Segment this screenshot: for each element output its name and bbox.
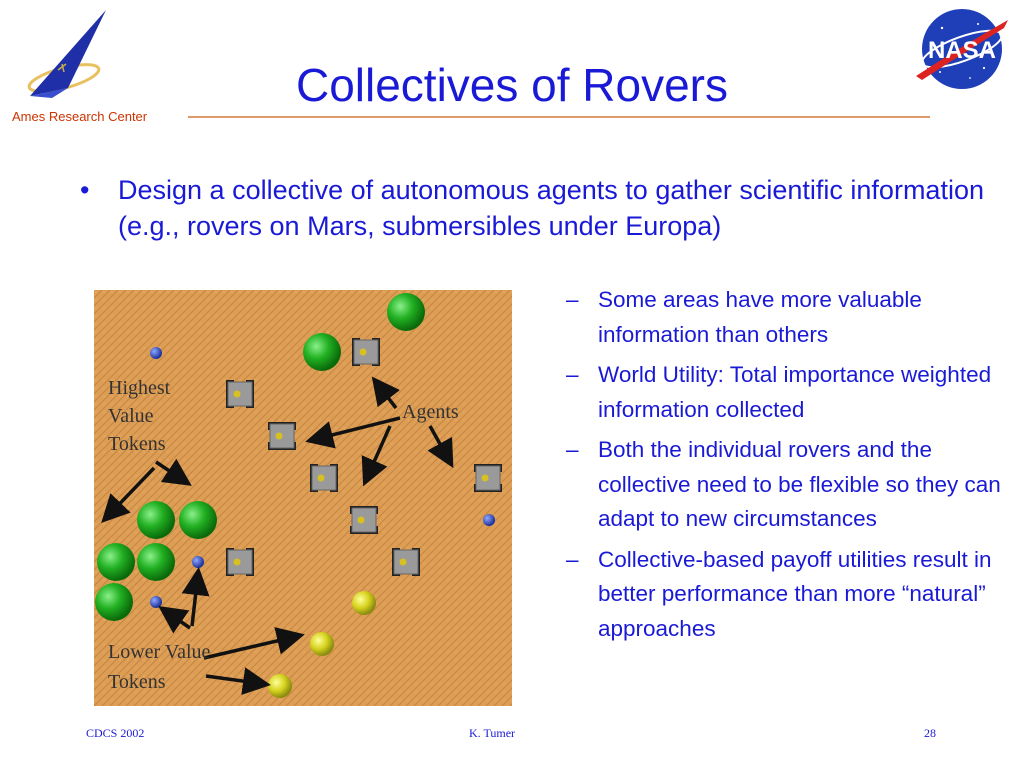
label-highest-value-tokens-line1: Highest — [108, 377, 171, 399]
arrow-icon — [361, 425, 392, 487]
rover-agent — [349, 505, 379, 535]
arrow-icon — [155, 458, 192, 486]
high-value-token — [137, 543, 175, 581]
low-value-token — [268, 674, 292, 698]
high-value-token — [387, 293, 425, 331]
blue-token — [192, 556, 204, 568]
sub-bullet: –Some areas have more valuable informati… — [566, 287, 922, 347]
arrow-icon — [181, 567, 210, 627]
high-value-token — [95, 583, 133, 621]
blue-token — [150, 347, 162, 359]
high-value-token — [137, 501, 175, 539]
high-value-token — [179, 501, 217, 539]
main-bullet-text: Design a collective of autonomous agents… — [118, 175, 984, 241]
arrow-icon — [305, 416, 401, 449]
sub-bullet: –Both the individual rovers and the coll… — [566, 437, 1001, 531]
org-label: Ames Research Center — [12, 109, 148, 124]
sub-bullet-text: Collective-based payoff utilities result… — [598, 546, 992, 641]
arrow-icon — [205, 667, 271, 695]
arrow-icon — [101, 466, 156, 524]
arrow-icon — [203, 627, 305, 660]
sub-bullet-text: Both the individual rovers and the colle… — [598, 437, 1001, 531]
arrow-icon — [427, 425, 454, 469]
nasa-logo-text: NASA — [928, 37, 996, 64]
rover-agent — [267, 421, 297, 451]
sub-bullet: –Collective-based payoff utilities resul… — [566, 546, 992, 641]
high-value-token — [303, 333, 341, 371]
ames-logo-icon — [27, 10, 106, 98]
rover-agent — [309, 463, 339, 493]
bullet-marker: • — [80, 175, 90, 205]
label-highest-value-tokens-line3: Tokens — [108, 433, 166, 455]
rover-agent — [225, 379, 255, 409]
high-value-token — [97, 543, 135, 581]
sub-bullet-text: Some areas have more valuable informatio… — [598, 287, 922, 347]
low-value-token — [310, 632, 334, 656]
footer-conference: CDCS 2002 — [86, 726, 145, 740]
title-divider — [188, 116, 930, 118]
sub-bullet-text: World Utility: Total importance weighted… — [598, 362, 992, 422]
label-highest-value-tokens-line2: Value — [108, 405, 154, 427]
blue-token — [150, 596, 162, 608]
arrow-icon — [371, 376, 400, 410]
blue-token — [483, 514, 495, 526]
sub-bullet-list: –Some areas have more valuable informati… — [566, 283, 1018, 652]
nasa-logo-icon: NASA — [916, 9, 1008, 89]
rover-agent — [225, 547, 255, 577]
label-lower-value-tokens-line2: Tokens — [108, 671, 166, 693]
low-value-token — [352, 591, 376, 615]
label-lower-value-tokens-line1: Lower Value — [108, 641, 210, 663]
rover-agent — [473, 463, 503, 493]
label-agents: Agents — [402, 401, 459, 423]
rover-agent — [351, 337, 381, 367]
arrow-icon — [158, 606, 191, 634]
footer-page-number: 28 — [924, 726, 936, 740]
rover-field-figure: Highest Value Tokens Agents Lower Value … — [94, 290, 512, 706]
page-title: Collectives of Rovers — [295, 59, 729, 111]
sub-bullet: –World Utility: Total importance weighte… — [566, 362, 992, 422]
rover-agent — [391, 547, 421, 577]
footer-author: K. Tumer — [469, 726, 516, 740]
